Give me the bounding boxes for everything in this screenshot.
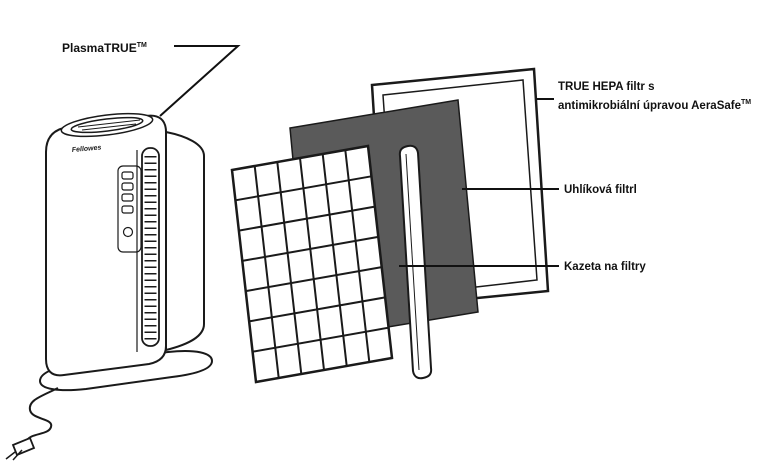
control-button bbox=[121, 193, 134, 202]
top-grill bbox=[60, 112, 154, 138]
control-panel bbox=[117, 165, 142, 253]
cord-wire bbox=[21, 387, 59, 449]
control-button bbox=[121, 182, 134, 191]
top-grill-inner bbox=[70, 116, 144, 134]
plug-prong bbox=[5, 451, 16, 460]
cassette-grid-lines-horizontal bbox=[235, 175, 389, 353]
top-grill-outer bbox=[60, 112, 154, 138]
brand-logo: Fellowes bbox=[72, 144, 102, 154]
plug-body bbox=[11, 436, 36, 457]
hepa-label-line1: TRUE HEPA filtr s bbox=[558, 81, 655, 93]
plasmatrue-leader-line bbox=[159, 45, 241, 117]
control-button bbox=[121, 171, 134, 180]
filter-frame-rail bbox=[398, 144, 433, 380]
air-purifier-unit: Fellowes bbox=[5, 112, 214, 461]
label-hepa-filter: TRUE HEPA filtr s antimikrobiální úpravo… bbox=[558, 80, 776, 114]
filter-cassette-grid bbox=[230, 144, 394, 384]
label-filter-cassette: Kazeta na filtry bbox=[564, 260, 646, 275]
purifier-side-face bbox=[165, 130, 205, 352]
tm-superscript: TM bbox=[740, 99, 752, 106]
top-grill-slat bbox=[77, 119, 141, 128]
hepa-label-line2: antimikrobiální úpravou AeraSafe bbox=[558, 99, 741, 112]
power-button bbox=[122, 226, 134, 238]
carbon-label-text: Uhlíková filtrl bbox=[564, 184, 637, 196]
power-cord bbox=[5, 387, 59, 461]
leader-lines bbox=[159, 45, 559, 267]
plug-prong bbox=[12, 449, 23, 461]
tm-superscript: TM bbox=[136, 42, 147, 49]
purifier-front-face bbox=[45, 114, 167, 377]
control-panel-outline bbox=[117, 165, 142, 253]
cassette-grid-lines-vertical bbox=[253, 149, 371, 379]
label-carbon-filter: Uhlíková filtrl bbox=[564, 183, 637, 198]
frame-rail-ridge bbox=[405, 153, 420, 371]
control-button bbox=[121, 205, 134, 214]
label-plasmatrue: PlasmaTRUETM bbox=[62, 38, 147, 56]
top-grill-slat bbox=[81, 123, 137, 131]
cassette-label-text: Kazeta na filtry bbox=[564, 261, 646, 273]
frame-rail-body bbox=[398, 144, 433, 380]
plasmatrue-text: PlasmaTRUE bbox=[62, 41, 137, 55]
